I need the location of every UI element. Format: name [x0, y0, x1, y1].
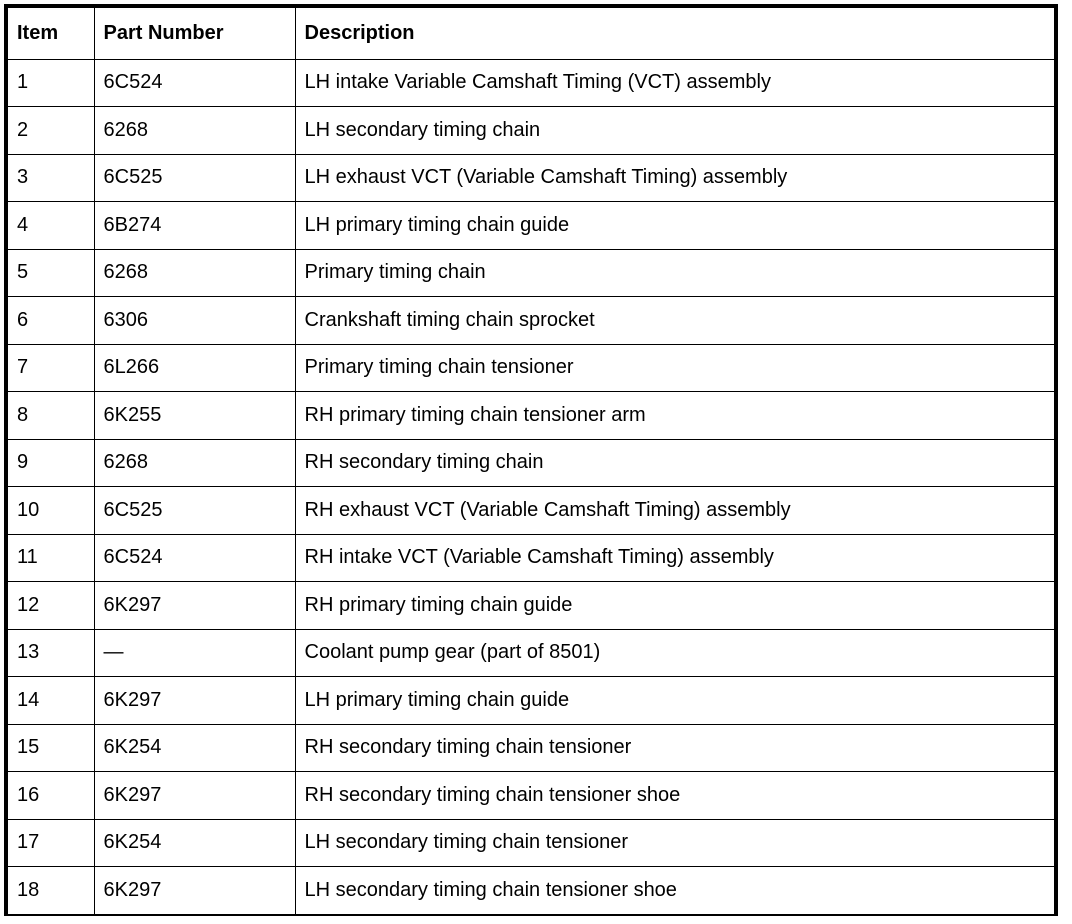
cell-part_number: — [93, 628, 296, 677]
cell-part_number: 6K254 [93, 723, 296, 772]
cell-item: 8 [8, 391, 95, 440]
cell-part_number: 6K297 [93, 771, 296, 820]
cell-item: 6 [8, 296, 95, 345]
cell-description: Crankshaft timing chain sprocket [294, 296, 1054, 345]
cell-part_number: 6306 [93, 296, 296, 345]
cell-item: 7 [8, 343, 95, 392]
table-row: 13—Coolant pump gear (part of 8501) [8, 628, 1054, 677]
cell-part_number: 6K297 [93, 581, 296, 630]
column-header-description: Description [294, 8, 1054, 60]
table-header-row: Item Part Number Description [8, 8, 1054, 60]
cell-part_number: 6B274 [93, 201, 296, 250]
cell-item: 2 [8, 106, 95, 155]
cell-part_number: 6C524 [93, 533, 296, 582]
cell-part_number: 6K297 [93, 676, 296, 725]
cell-item: 1 [8, 58, 95, 107]
cell-part_number: 6268 [93, 248, 296, 297]
cell-description: RH secondary timing chain tensioner [294, 723, 1054, 772]
cell-item: 3 [8, 153, 95, 202]
column-header-item: Item [8, 8, 95, 60]
cell-part_number: 6L266 [93, 343, 296, 392]
cell-description: LH intake Variable Camshaft Timing (VCT)… [294, 58, 1054, 107]
cell-description: RH intake VCT (Variable Camshaft Timing)… [294, 533, 1054, 582]
cell-item: 5 [8, 248, 95, 297]
cell-item: 14 [8, 676, 95, 725]
cell-part_number: 6268 [93, 106, 296, 155]
cell-description: RH primary timing chain guide [294, 581, 1054, 630]
cell-description: Coolant pump gear (part of 8501) [294, 628, 1054, 677]
column-header-part-number: Part Number [93, 8, 296, 60]
cell-description: RH exhaust VCT (Variable Camshaft Timing… [294, 486, 1054, 535]
cell-item: 15 [8, 723, 95, 772]
cell-item: 4 [8, 201, 95, 250]
cell-part_number: 6C524 [93, 58, 296, 107]
cell-item: 10 [8, 486, 95, 535]
cell-item: 16 [8, 771, 95, 820]
cell-item: 13 [8, 628, 95, 677]
cell-item: 18 [8, 866, 95, 914]
cell-description: LH secondary timing chain tensioner [294, 818, 1054, 867]
cell-description: RH secondary timing chain tensioner shoe [294, 771, 1054, 820]
cell-part_number: 6C525 [93, 153, 296, 202]
cell-description: RH secondary timing chain [294, 438, 1054, 487]
cell-part_number: 6K255 [93, 391, 296, 440]
cell-description: LH exhaust VCT (Variable Camshaft Timing… [294, 153, 1054, 202]
cell-item: 17 [8, 818, 95, 867]
cell-part_number: 6C525 [93, 486, 296, 535]
cell-description: LH secondary timing chain [294, 106, 1054, 155]
cell-description: LH secondary timing chain tensioner shoe [294, 866, 1054, 914]
cell-item: 9 [8, 438, 95, 487]
cell-item: 12 [8, 581, 95, 630]
cell-description: LH primary timing chain guide [294, 676, 1054, 725]
cell-description: Primary timing chain tensioner [294, 343, 1054, 392]
cell-description: LH primary timing chain guide [294, 201, 1054, 250]
cell-description: Primary timing chain [294, 248, 1054, 297]
cell-part_number: 6K254 [93, 818, 296, 867]
table-header: Item Part Number Description [8, 8, 1054, 60]
cell-description: RH primary timing chain tensioner arm [294, 391, 1054, 440]
cell-item: 11 [8, 533, 95, 582]
cell-part_number: 6K297 [93, 866, 296, 914]
cell-part_number: 6268 [93, 438, 296, 487]
